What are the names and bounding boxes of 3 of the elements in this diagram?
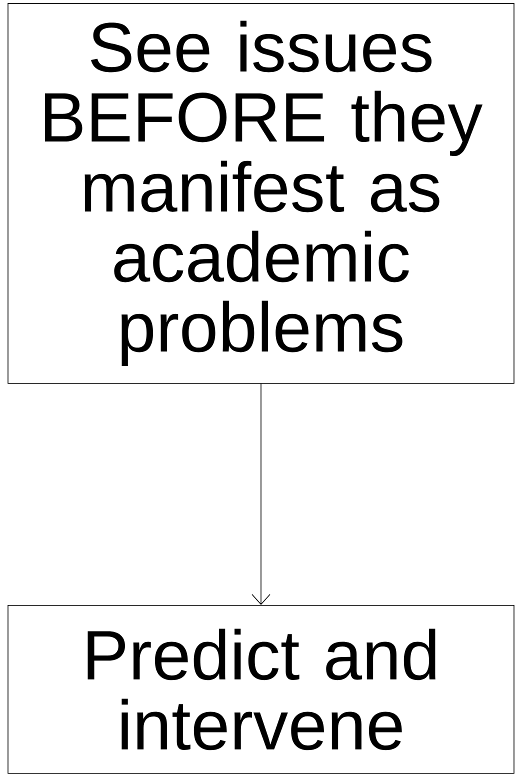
text-box: See issues BEFORE they manifest as academic problems bbox=[8, 3, 514, 384]
text-box: Predict and intervene bbox=[8, 605, 514, 774]
arrow bbox=[252, 383, 270, 605]
